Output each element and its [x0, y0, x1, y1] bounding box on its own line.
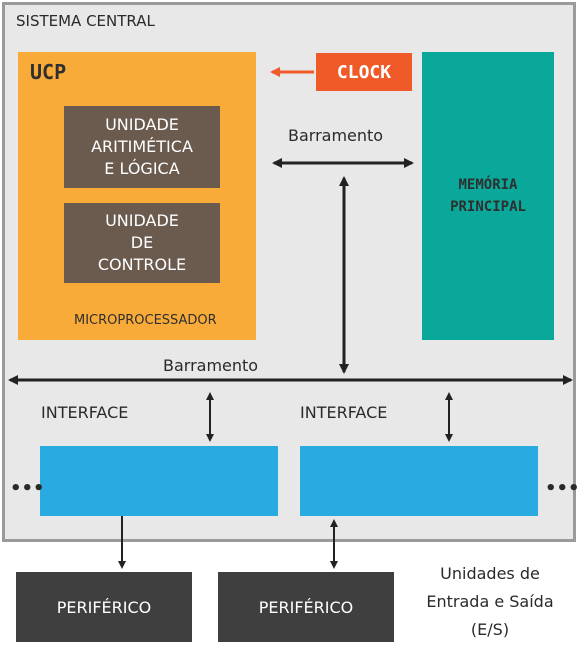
- periferico-right-label: PERIFÉRICO: [258, 597, 354, 617]
- interface-right-label: INTERFACE: [300, 403, 388, 422]
- barramento-main-label: Barramento: [163, 356, 259, 375]
- interface-left-box: [40, 446, 278, 516]
- clock-label: CLOCK: [336, 61, 392, 83]
- dots-left: •••: [10, 478, 45, 499]
- uc-line-3: CONTROLE: [97, 255, 187, 274]
- ula-block: UNIDADE ARITIMÉTICA E LÓGICA: [64, 106, 220, 188]
- interface-left-label: INTERFACE: [41, 403, 129, 422]
- uc-block: UNIDADE DE CONTROLE: [64, 203, 220, 283]
- periferico-left: PERIFÉRICO: [16, 572, 192, 642]
- interface-right-box: [300, 446, 538, 516]
- ula-line-3: E LÓGICA: [104, 159, 180, 178]
- memoria-principal-block: MEMÓRIA PRINCIPAL: [422, 52, 554, 340]
- periferico-left-label: PERIFÉRICO: [56, 597, 152, 617]
- es-line-2: Entrada e Saída: [426, 592, 554, 611]
- sistema-central-title: SISTEMA CENTRAL: [16, 12, 155, 30]
- ucp-title: UCP: [30, 60, 67, 84]
- barramento-upper-label: Barramento: [288, 126, 384, 145]
- uc-line-1: UNIDADE: [105, 211, 179, 230]
- es-line-3: (E/S): [470, 620, 510, 639]
- memoria-line-1: MEMÓRIA: [458, 177, 518, 193]
- es-line-1: Unidades de: [440, 564, 540, 583]
- memoria-line-2: PRINCIPAL: [450, 199, 526, 215]
- dots-right: •••: [545, 478, 580, 499]
- ula-line-1: UNIDADE: [105, 115, 179, 134]
- ucp-block: [18, 52, 256, 340]
- periferico-right: PERIFÉRICO: [218, 572, 394, 642]
- clock-block: CLOCK: [316, 53, 412, 91]
- microprocessador-label: MICROPROCESSADOR: [74, 313, 217, 328]
- uc-line-2: DE: [130, 233, 154, 252]
- entrada-saida-label: Unidades de Entrada e Saída (E/S): [410, 560, 570, 644]
- ula-line-2: ARITIMÉTICA: [91, 137, 193, 156]
